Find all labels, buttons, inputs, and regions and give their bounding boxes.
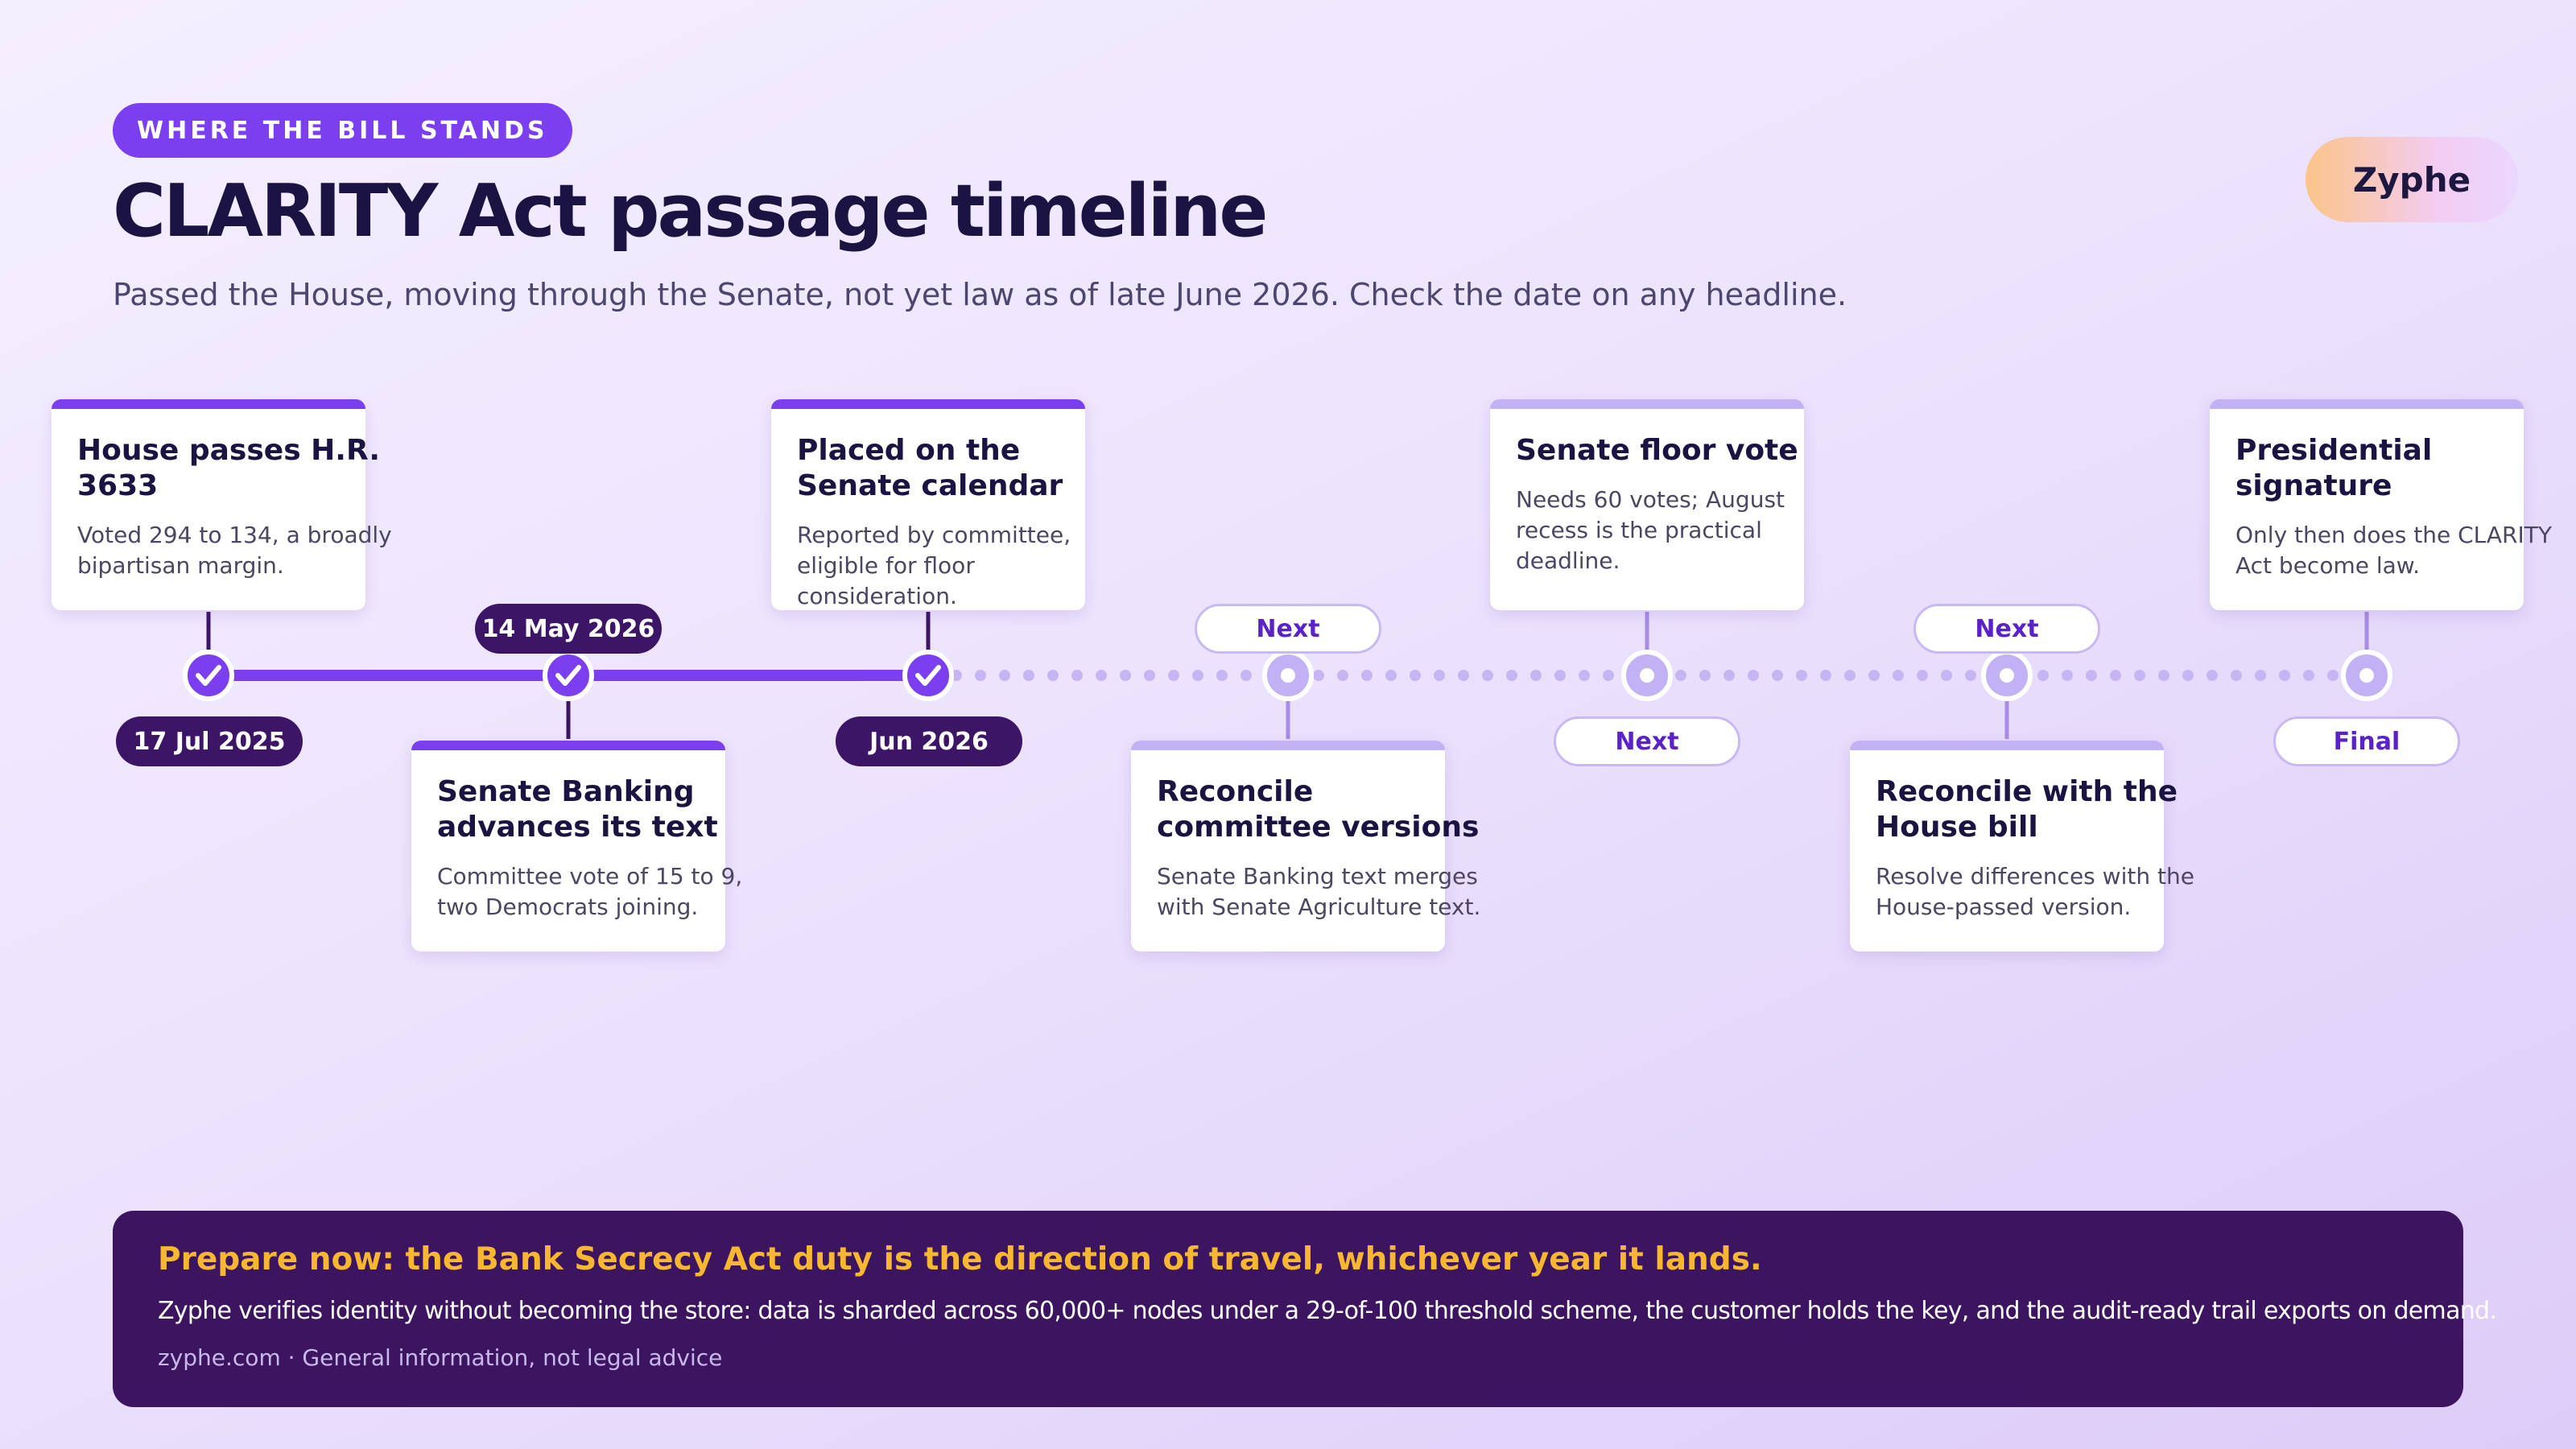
milestone-description: Senate Banking text merges with Senate A… bbox=[1157, 863, 1481, 920]
milestone-card-senate-floor-vote: Senate floor vote Needs 60 votes; August… bbox=[1490, 399, 1804, 610]
milestone-title: Reconcile committee versions bbox=[1157, 775, 1480, 844]
milestone-node-done bbox=[902, 650, 954, 701]
milestone-title: Placed on the Senate calendar bbox=[797, 434, 1063, 502]
date-pill: 14 May 2026 bbox=[475, 604, 662, 654]
milestone-node-pending bbox=[1981, 650, 2033, 701]
status-pill: Next bbox=[1913, 604, 2100, 654]
banner-headline: Prepare now: the Bank Secrecy Act duty i… bbox=[158, 1241, 1762, 1278]
milestone-card-house-passes: House passes H.R. 3633 Voted 294 to 134,… bbox=[52, 399, 392, 610]
milestone-node-pending bbox=[2341, 650, 2392, 701]
milestone-title: Reconcile with the House bill bbox=[1876, 775, 2178, 844]
check-icon bbox=[915, 665, 941, 686]
milestone-description: Reported by committee, eligible for floo… bbox=[797, 522, 1071, 609]
banner-footer: zyphe.com · General information, not leg… bbox=[158, 1344, 723, 1371]
milestone-title: Presidential signature bbox=[2235, 434, 2433, 502]
milestone-node-done bbox=[183, 650, 234, 701]
milestone-card-senate-calendar: Placed on the Senate calendar Reported b… bbox=[771, 399, 1085, 610]
status-pill: Next bbox=[1554, 716, 1740, 766]
milestone-title: Senate floor vote bbox=[1516, 434, 1798, 467]
page-title: CLARITY Act passage timeline bbox=[113, 169, 1268, 254]
check-icon bbox=[196, 665, 221, 686]
milestone-node-pending bbox=[1262, 650, 1314, 701]
milestone-card-senate-banking: Senate Banking advances its text Committ… bbox=[411, 741, 742, 952]
milestone-title: House passes H.R. 3633 bbox=[77, 434, 381, 502]
check-icon bbox=[555, 665, 581, 686]
milestone-node-done bbox=[543, 650, 594, 701]
milestone-description: Committee vote of 15 to 9, two Democrats… bbox=[437, 863, 743, 920]
milestone-description: Voted 294 to 134, a broadly bipartisan m… bbox=[77, 522, 392, 579]
status-pill: Next bbox=[1195, 604, 1381, 654]
banner-body: Zyphe verifies identity without becoming… bbox=[158, 1297, 2497, 1325]
milestone-description: Resolve differences with the House-passe… bbox=[1876, 863, 2194, 920]
milestone-card-reconcile-committee: Reconcile committee versions Senate Bank… bbox=[1131, 741, 1480, 952]
section-eyebrow: WHERE THE BILL STANDS bbox=[113, 103, 572, 158]
milestone-card-reconcile-house: Reconcile with the House bill Resolve di… bbox=[1850, 741, 2194, 952]
milestone-description: Needs 60 votes; August recess is the pra… bbox=[1516, 486, 1785, 574]
date-pill: 17 Jul 2025 bbox=[116, 716, 303, 766]
date-pill: Jun 2026 bbox=[836, 716, 1022, 766]
brand-logo: Zyphe bbox=[2306, 137, 2518, 222]
page-subtitle: Passed the House, moving through the Sen… bbox=[113, 277, 1847, 312]
milestone-card-presidential-signature: Presidential signature Only then does th… bbox=[2210, 399, 2552, 610]
milestone-node-pending bbox=[1621, 650, 1673, 701]
milestone-title: Senate Banking advances its text bbox=[437, 775, 718, 844]
status-pill: Final bbox=[2273, 716, 2460, 766]
milestone-description: Only then does the CLARITY Act become la… bbox=[2235, 522, 2552, 579]
callout-banner: Prepare now: the Bank Secrecy Act duty i… bbox=[113, 1211, 2497, 1407]
